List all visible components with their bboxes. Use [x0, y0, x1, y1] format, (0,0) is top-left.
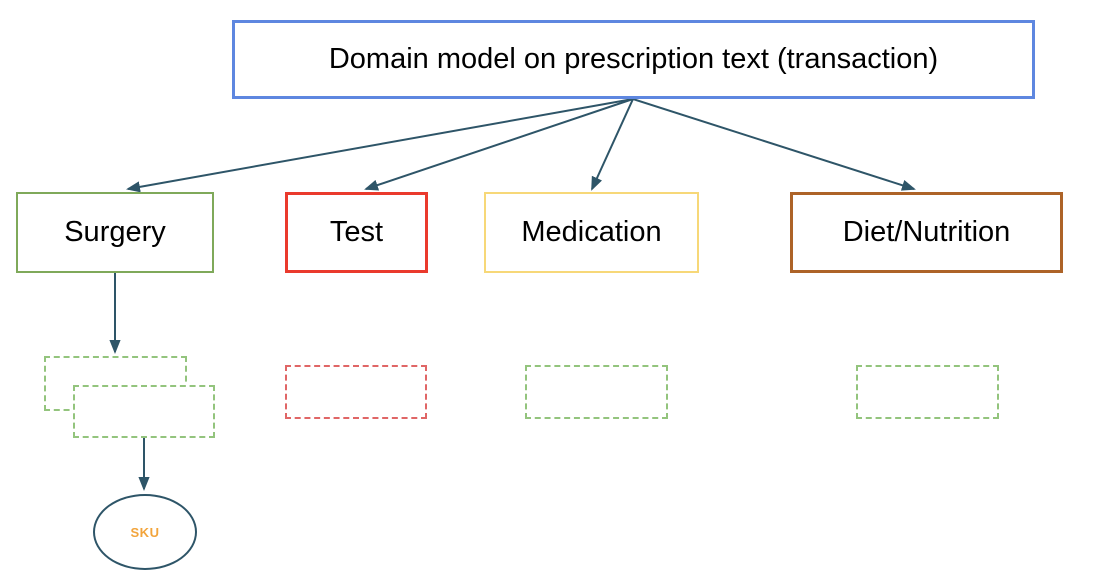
sku-label: SKU [130, 524, 160, 540]
medication-placeholder-box [525, 365, 668, 419]
title-box: Domain model on prescription text (trans… [232, 20, 1035, 99]
test-placeholder-box [285, 365, 427, 419]
connector-title-to-surgery [126, 98, 634, 193]
connector-title-to-medication [591, 98, 634, 191]
connector-title-to-test [364, 98, 634, 191]
diet-placeholder-box [856, 365, 999, 419]
diet-box: Diet/Nutrition [790, 192, 1063, 273]
surgery-label: Surgery [64, 216, 166, 248]
test-label: Test [329, 216, 384, 248]
test-box: Test [285, 192, 428, 273]
medication-box: Medication [484, 192, 699, 273]
medication-label: Medication [521, 216, 662, 248]
connector-title-to-diet [632, 98, 916, 191]
diet-label: Diet/Nutrition [842, 216, 1011, 248]
surgery-box: Surgery [16, 192, 214, 273]
sku-ellipse: SKU [93, 494, 197, 570]
surgery-placeholder-box-front [73, 385, 215, 438]
diagram-title: Domain model on prescription text (trans… [328, 43, 939, 75]
